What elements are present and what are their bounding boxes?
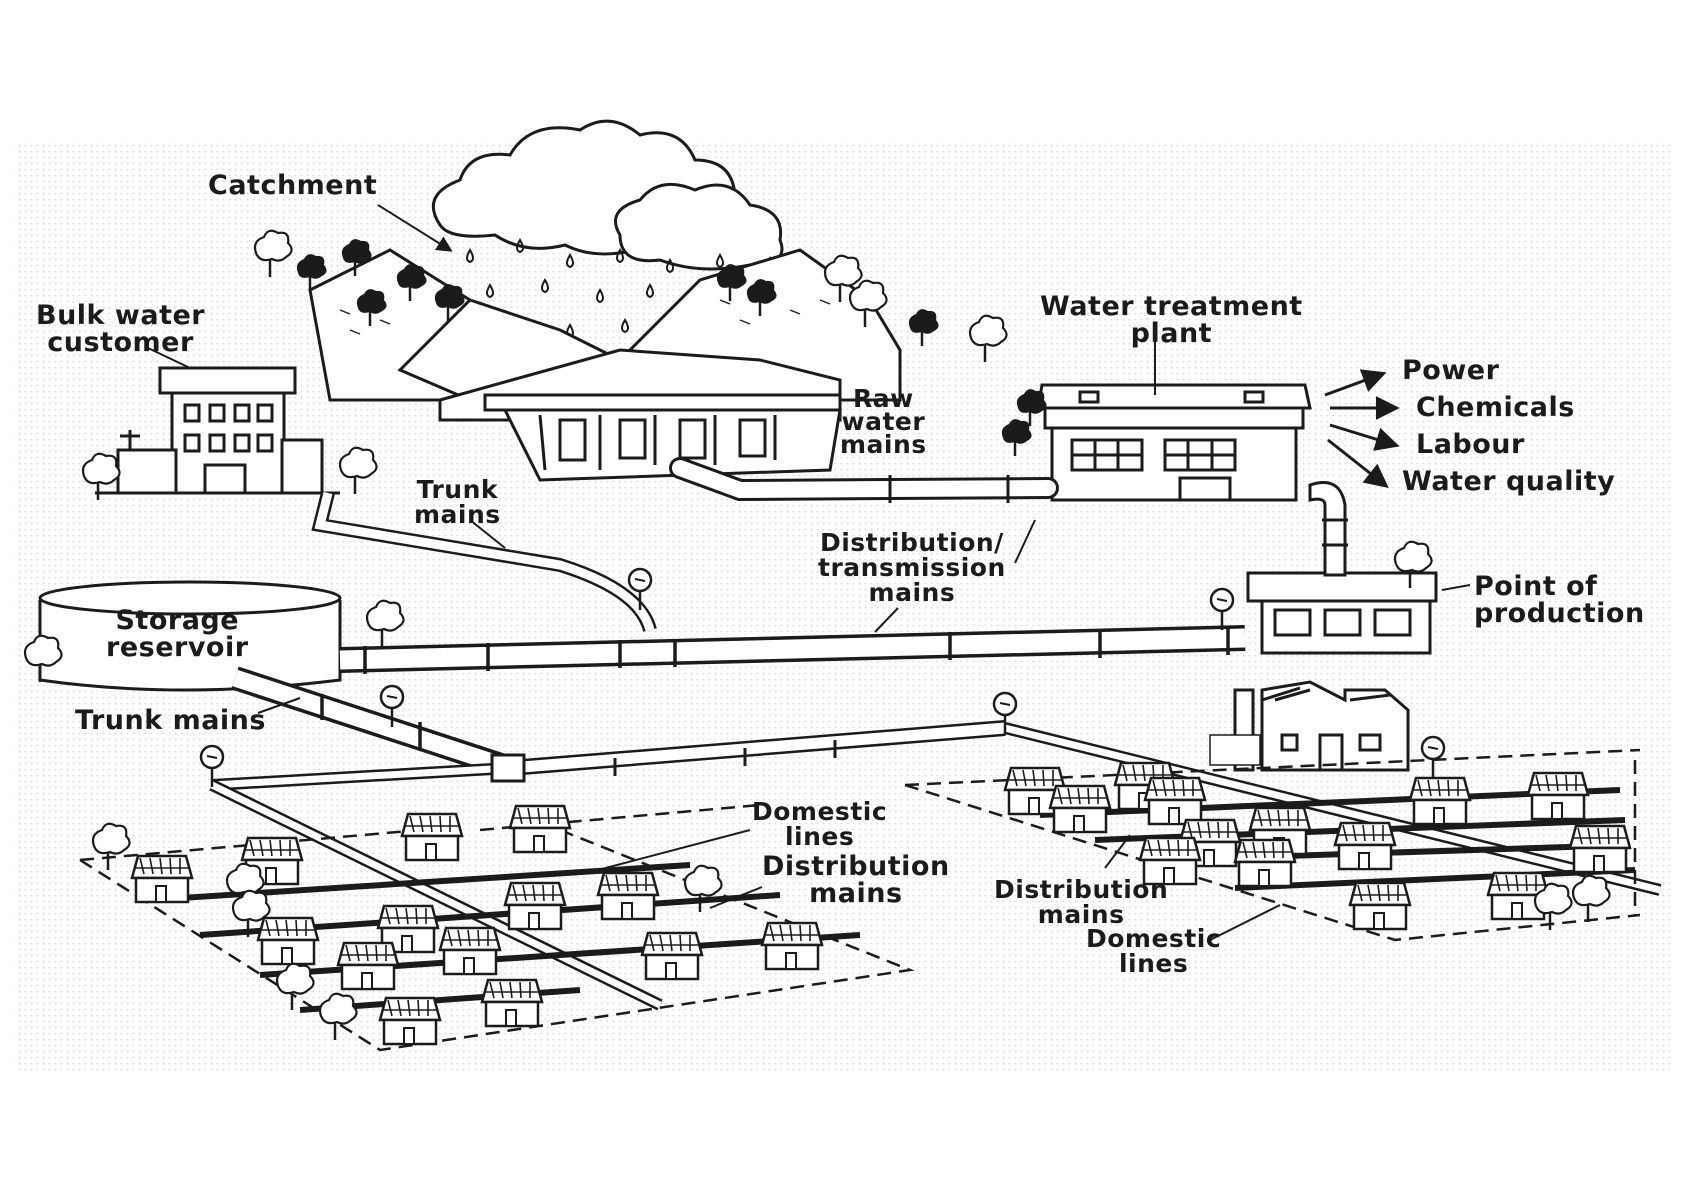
- label-domestic-lines-left: Domestic lines: [752, 799, 887, 849]
- label-line: Trunk: [414, 477, 501, 502]
- label-line: mains: [762, 880, 950, 907]
- input-power: Power: [1402, 352, 1615, 389]
- label-water-treatment-plant: Water treatment plant: [1040, 293, 1303, 347]
- label-bulk-water-customer: Bulk water customer: [36, 302, 205, 356]
- label-line: Domestic: [1086, 926, 1221, 951]
- label-point-of-production: Point of production: [1474, 573, 1645, 627]
- label-line: lines: [1086, 951, 1221, 976]
- label-line: mains: [840, 433, 927, 456]
- label-line: customer: [36, 329, 205, 356]
- label-distribution-mains-left: Distribution mains: [762, 853, 950, 907]
- input-chemicals: Chemicals: [1416, 389, 1615, 426]
- label-line: Distribution: [994, 877, 1168, 902]
- label-line: Distribution: [762, 853, 950, 880]
- pump-station-icon: [1248, 573, 1436, 653]
- label-catchment: Catchment: [208, 172, 377, 199]
- label-line: Bulk water: [36, 302, 205, 329]
- input-labour: Labour: [1416, 426, 1615, 463]
- label-line: mains: [414, 502, 501, 527]
- label-domestic-lines-right: Domestic lines: [1086, 926, 1221, 976]
- label-line: Storage: [106, 607, 249, 634]
- label-line: reservoir: [106, 634, 249, 661]
- dam-icon: [485, 395, 840, 480]
- factory-icon: [1210, 682, 1408, 770]
- label-line: Domestic: [752, 799, 887, 824]
- label-raw-water-mains: Raw water mains: [840, 387, 927, 456]
- input-water-quality: Water quality: [1402, 463, 1615, 500]
- label-line: Distribution/: [818, 530, 1006, 555]
- label-storage-reservoir: Storage reservoir: [106, 607, 249, 661]
- label-line: transmission: [818, 555, 1006, 580]
- label-distribution-mains-right: Distribution mains: [994, 877, 1168, 927]
- label-line: mains: [818, 580, 1006, 605]
- label-plant-inputs: Power Chemicals Labour Water quality: [1402, 352, 1615, 500]
- label-distribution-transmission-mains: Distribution/ transmission mains: [818, 530, 1006, 605]
- label-line: plant: [1040, 320, 1303, 347]
- label-line: Water treatment: [1040, 293, 1303, 320]
- label-trunk-mains-upper: Trunk mains: [414, 477, 501, 527]
- label-line: lines: [752, 824, 887, 849]
- label-line: Point of: [1474, 573, 1645, 600]
- treatment-plant-icon: [1038, 385, 1310, 500]
- label-trunk-mains-lower: Trunk mains: [75, 707, 266, 734]
- label-line: production: [1474, 600, 1645, 627]
